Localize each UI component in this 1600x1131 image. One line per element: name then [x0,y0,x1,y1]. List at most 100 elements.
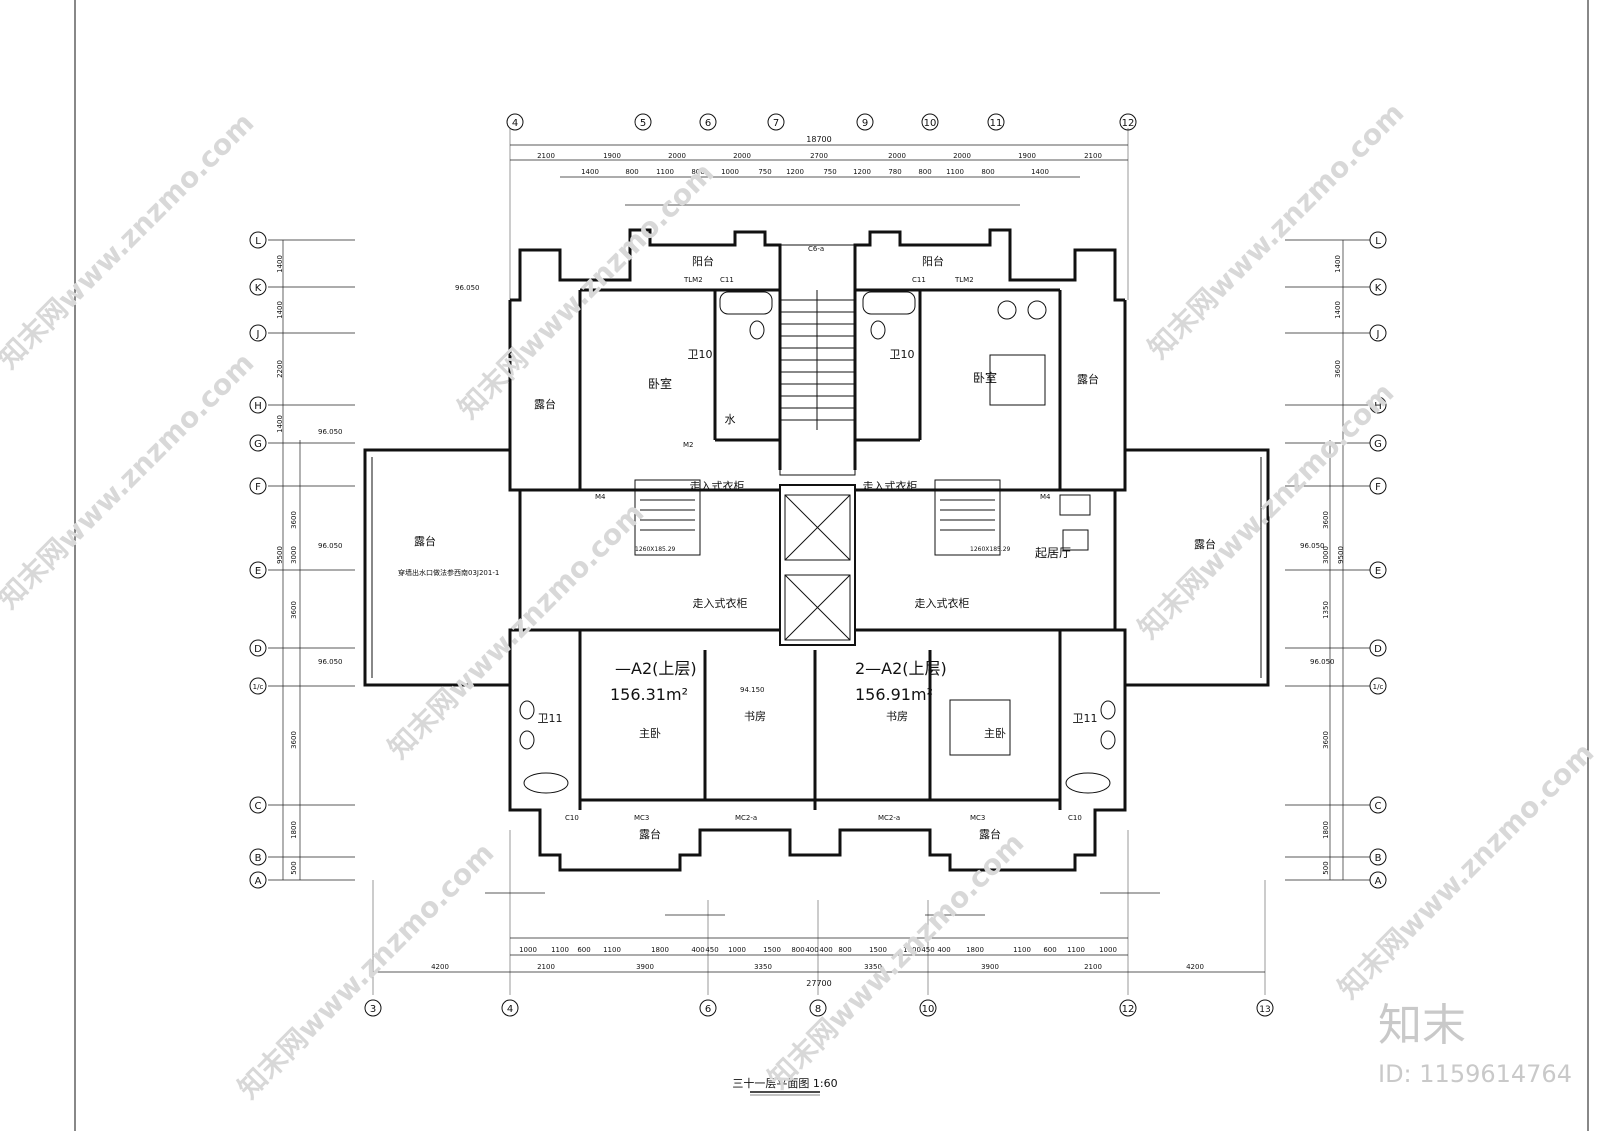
building-walls [363,228,1270,872]
svg-text:500: 500 [1322,861,1330,874]
svg-text:1400: 1400 [1334,255,1342,273]
svg-text:TLM2: TLM2 [954,276,974,284]
svg-text:D: D [254,644,262,655]
svg-text:3900: 3900 [636,963,654,971]
svg-text:G: G [254,439,262,450]
svg-text:3350: 3350 [864,963,882,971]
top-grid-bubbles: 4 5 6 7 9 10 11 12 [506,113,1137,131]
svg-text:800: 800 [791,946,804,954]
side-dimensions [268,239,1370,881]
grid-top-6: 6 [705,118,711,129]
svg-text:3600: 3600 [1334,360,1342,378]
unit-right-name: 2—A2(上层) [855,659,947,678]
svg-text:1100: 1100 [603,946,621,954]
svg-text:1800: 1800 [290,821,298,839]
svg-text:1400: 1400 [276,415,284,433]
grid-top-11: 11 [990,118,1003,129]
room-wc11-left: 卫11 [538,712,563,725]
fixtures [519,291,1116,794]
sheet-border [74,0,1589,1131]
room-wc10-left: 卫10 [688,348,713,361]
svg-text:450: 450 [705,946,718,954]
svg-text:4200: 4200 [431,963,449,971]
svg-text:C11: C11 [720,276,734,284]
unit-labels: —A2(上层) 156.31m² 2—A2(上层) 156.91m² [610,659,947,704]
top-dimensions [510,144,1128,206]
watermark-logo: 知末 [1378,1000,1466,1051]
svg-text:400: 400 [805,946,818,954]
svg-text:1800: 1800 [1322,821,1330,839]
svg-text:C: C [1375,801,1382,812]
room-study-left: 书房 [744,710,766,723]
room-walkin-4: 走入式衣柜 [915,596,970,610]
room-terrace-left-1: 露台 [534,397,556,411]
room-balcony-right: 阳台 [922,254,944,268]
svg-text:1800: 1800 [651,946,669,954]
svg-text:3350: 3350 [754,963,772,971]
svg-text:400: 400 [937,946,950,954]
svg-text:1200: 1200 [786,168,804,176]
svg-text:4200: 4200 [1186,963,1204,971]
svg-text:800: 800 [691,168,704,176]
watermark-text-6: 知末网www.znzmo.com [1132,376,1401,645]
svg-text:800: 800 [625,168,638,176]
svg-text:D: D [1374,644,1382,655]
room-water: 水 [725,413,736,426]
svg-text:3900: 3900 [981,963,999,971]
svg-text:C10: C10 [1068,814,1082,822]
watermark-text-8: 知末网www.znzmo.com [762,826,1031,1095]
svg-text:400: 400 [691,946,704,954]
svg-text:B: B [255,853,262,864]
svg-text:B: B [1375,853,1382,864]
svg-text:2200: 2200 [276,360,284,378]
room-terrace-bottom-right: 露台 [979,827,1001,841]
grid-bottom-8: 8 [815,1004,821,1015]
svg-text:1400: 1400 [1334,301,1342,319]
room-master-left: 主卧 [639,727,661,740]
bottom-dimensions [373,892,1265,973]
svg-text:G: G [1374,439,1382,450]
svg-text:1500: 1500 [869,946,887,954]
svg-text:1800: 1800 [966,946,984,954]
room-terrace-right-2: 露台 [1194,537,1216,551]
svg-text:450: 450 [921,946,934,954]
svg-text:780: 780 [888,168,901,176]
grid-bottom-3: 3 [370,1004,376,1015]
svg-text:1100: 1100 [1013,946,1031,954]
left-grid-bubbles: L K J H G F E D 1/c C B A [249,231,267,889]
svg-text:1000: 1000 [903,946,921,954]
grid-lines [372,128,1266,995]
room-walkin-1: 走入式衣柜 [690,479,745,493]
svg-text:18700: 18700 [806,135,831,144]
svg-text:1350: 1350 [1322,601,1330,619]
bottom-grid-bubbles: 3 4 6 8 10 12 13 [364,999,1274,1017]
svg-text:MC2-a: MC2-a [735,814,757,822]
svg-text:1900: 1900 [1018,152,1036,160]
svg-text:1400: 1400 [1031,168,1049,176]
svg-text:3600: 3600 [290,601,298,619]
svg-text:K: K [1375,283,1382,294]
room-labels: 阳台 阳台 露台 露台 露台 露台 露台 露台 卧室 卧室 卫10 卫10 卫1… [414,254,1216,841]
svg-text:3000: 3000 [1322,546,1330,564]
grid-top-12: 12 [1122,118,1135,129]
svg-text:2100: 2100 [1084,152,1102,160]
elevation-mark-2: 94.150 [740,686,765,694]
svg-text:J: J [1376,329,1380,340]
svg-text:96.050: 96.050 [1310,658,1335,666]
watermark-id: ID: 1159614764 [1378,1060,1572,1088]
grid-top-10: 10 [924,118,937,129]
room-walkin-2: 走入式衣柜 [863,479,918,493]
grid-bottom-4: 4 [507,1004,513,1015]
watermark-text-9: 知末网www.znzmo.com [1332,736,1600,1005]
watermark-text-3: 知末网www.znzmo.com [1142,96,1411,365]
svg-text:1100: 1100 [656,168,674,176]
unit-left-area: 156.31m² [610,685,688,704]
svg-text:1400: 1400 [276,255,284,273]
room-master-right: 主卧 [984,727,1006,740]
svg-text:TLM2: TLM2 [683,276,703,284]
svg-text:1100: 1100 [1067,946,1085,954]
svg-text:1200: 1200 [853,168,871,176]
room-walkin-3: 走入式衣柜 [693,596,748,610]
svg-text:400: 400 [819,946,832,954]
grid-bottom-12: 12 [1122,1004,1135,1015]
